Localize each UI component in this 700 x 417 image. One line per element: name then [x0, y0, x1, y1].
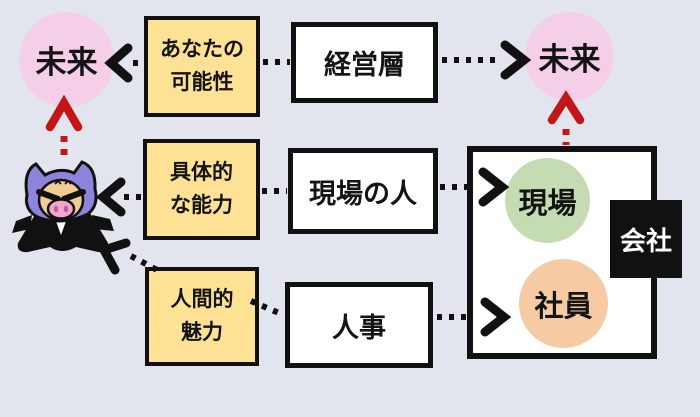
human-charm-line2: 魅力	[181, 320, 223, 344]
hr-label: 人事	[332, 312, 386, 343]
arrowhead-to-future-right	[500, 40, 532, 80]
future-circle-right: 未来	[525, 12, 614, 101]
human-charm-line1: 人間的	[170, 287, 234, 311]
pig-nostril-left	[53, 205, 59, 213]
pig-mascot	[12, 160, 114, 253]
pig-forehead-marks	[54, 179, 72, 185]
human-charm-box: 人間的 魅力	[145, 267, 259, 366]
management-box: 経営層	[291, 22, 438, 103]
future-left-label: 未来	[35, 45, 98, 80]
pig-snout	[46, 198, 76, 220]
red-arrowhead-right	[547, 90, 585, 125]
field-person-box: 現場の人	[288, 148, 438, 234]
employee-label: 社員	[534, 290, 593, 323]
pig-angry-eyes	[36, 189, 86, 202]
your-potential-line1: あなたの	[160, 37, 244, 61]
pig-nostril-right	[63, 205, 69, 213]
pig-head	[24, 160, 98, 223]
employee-circle: 社員	[519, 259, 608, 348]
concrete-ability-line1: 具体的	[170, 160, 233, 184]
hr-box: 人事	[285, 282, 433, 368]
future-right-label: 未来	[538, 42, 601, 77]
future-circle-left: 未来	[19, 12, 114, 107]
concrete-ability-line2: な能力	[170, 193, 233, 217]
concrete-ability-box: 具体的 な能力	[143, 139, 260, 240]
genba-label: 現場	[518, 187, 577, 220]
field-person-label: 現場の人	[309, 178, 417, 209]
company-label: 会社	[619, 225, 672, 256]
company-tag-box: 会社	[610, 200, 682, 278]
your-potential-box: あなたの 可能性	[144, 16, 260, 117]
management-label: 経営層	[324, 50, 405, 80]
your-potential-line2: 可能性	[170, 70, 234, 94]
genba-circle: 現場	[505, 158, 590, 243]
